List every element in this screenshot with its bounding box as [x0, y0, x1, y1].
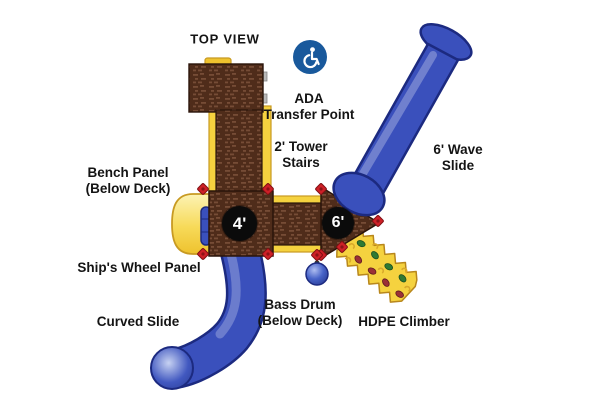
curved-slide [150, 229, 267, 390]
ada-wheelchair-icon [293, 40, 327, 74]
wave-slide-entry [332, 171, 386, 217]
diagram-title: TOP VIEW [190, 31, 260, 47]
tower-stairs [215, 109, 263, 195]
ships-wheel-panel [171, 193, 212, 255]
climber-grips [344, 243, 411, 292]
hdpe-climber [336, 225, 418, 303]
label-ada-transfer-point: ADA Transfer Point [263, 91, 355, 122]
label-bass-drum: Bass Drum (Below Deck) [257, 297, 343, 328]
label-tower-stairs: 2' Tower Stairs [274, 139, 328, 170]
label-wave-slide: 6' Wave Slide [433, 142, 483, 173]
label-curved-slide: Curved Slide [96, 314, 180, 330]
climber-holds-red [354, 255, 404, 298]
bridge-walkway [271, 195, 323, 253]
deck-4ft-badge: 4' [222, 206, 257, 241]
label-hdpe-climber: HDPE Climber [358, 314, 450, 330]
climber-holds-green [356, 240, 407, 283]
label-ships-wheel-panel: Ship's Wheel Panel [77, 260, 201, 276]
top-deck [188, 57, 268, 113]
deck-6ft-badge: 6' [322, 207, 354, 239]
label-bench-panel: Bench Panel (Below Deck) [85, 165, 171, 196]
wheelchair-glyph [303, 47, 320, 69]
